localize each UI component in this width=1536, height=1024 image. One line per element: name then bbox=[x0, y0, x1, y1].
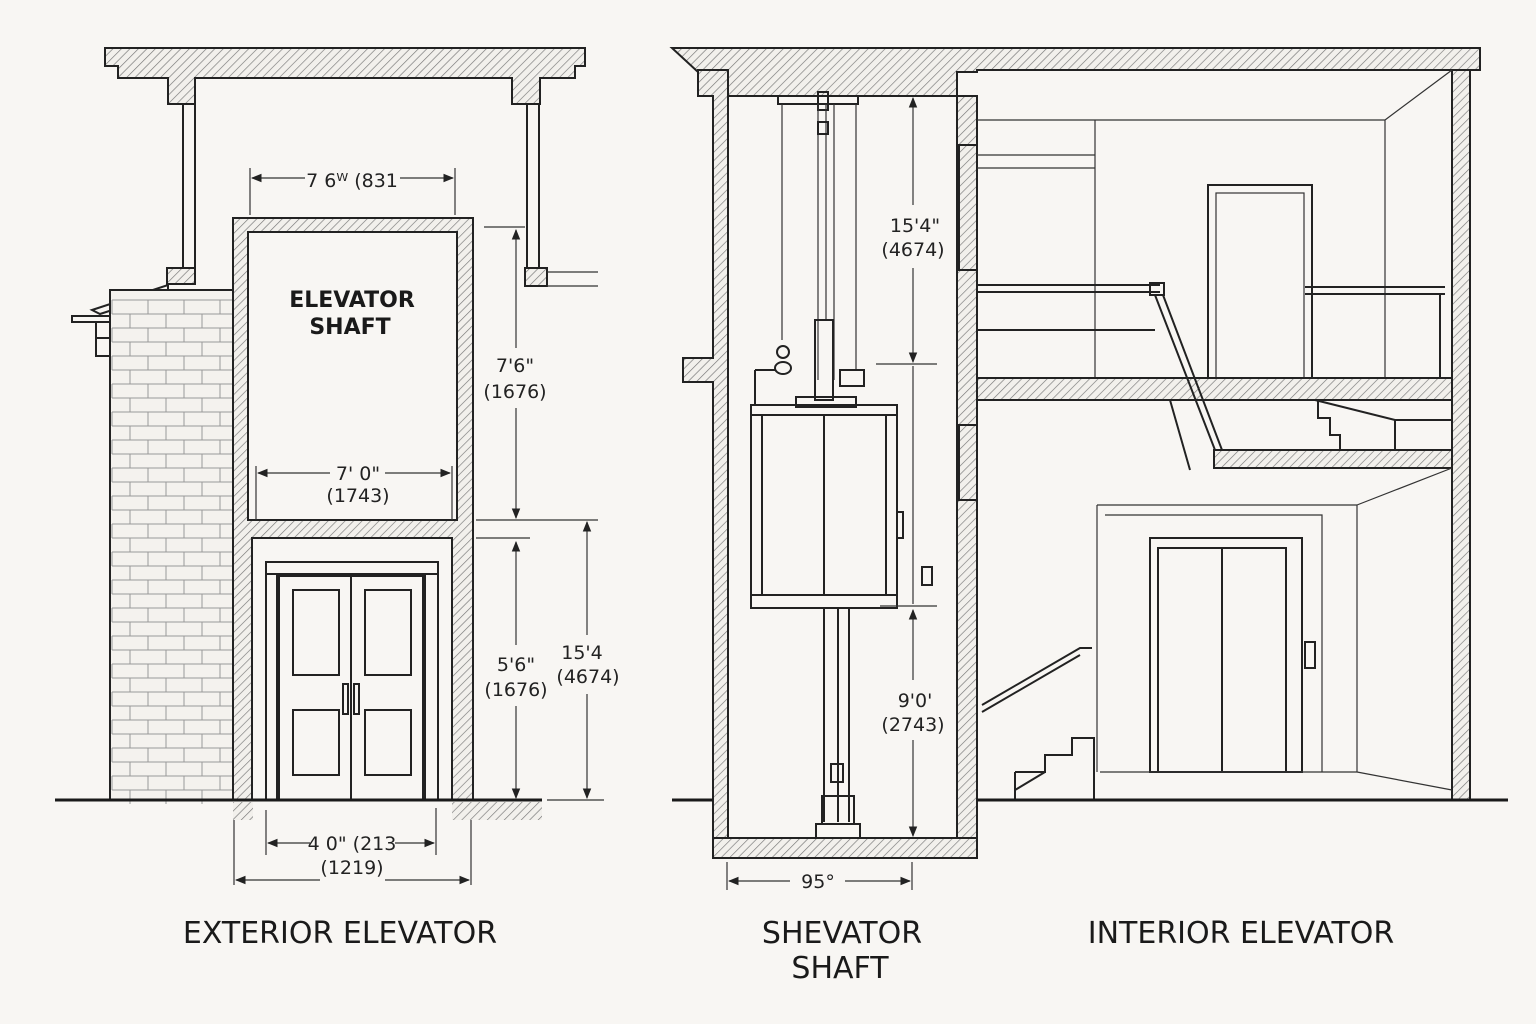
column-right bbox=[526, 103, 540, 271]
guide-rails-buffer bbox=[815, 608, 861, 839]
dim-overhead: 15'4" bbox=[890, 215, 940, 237]
exterior-title: EXTERIOR ELEVATOR bbox=[183, 916, 497, 951]
dim-upper-height: 7'6" bbox=[496, 355, 534, 377]
upper-door[interactable] bbox=[1207, 184, 1313, 381]
stair-upper bbox=[1154, 294, 1452, 471]
dim-total-height-mm: (4674) bbox=[556, 666, 619, 688]
dim-total-height: 15'4 bbox=[561, 642, 603, 664]
shaft-wall-left bbox=[682, 69, 729, 839]
dim-lower-height-mm: (1676) bbox=[484, 679, 547, 701]
dim-pit-travel-mm: (2743) bbox=[881, 714, 944, 736]
landing-opening bbox=[958, 424, 978, 501]
dim-inner-width-mm: (1743) bbox=[326, 485, 389, 507]
dim-door-width: 4 0" (213 bbox=[308, 833, 397, 855]
dim-pit-travel: 9'0' bbox=[898, 690, 933, 712]
landing-opening-upper bbox=[958, 144, 978, 271]
door-handle-left bbox=[342, 683, 349, 715]
dim-upper-height-mm: (1676) bbox=[483, 381, 546, 403]
hoist-machine bbox=[754, 91, 865, 408]
lower-elevator[interactable] bbox=[1096, 467, 1453, 773]
dim-top-width: 7 6ᵂ (831 bbox=[306, 170, 398, 192]
top-slab bbox=[669, 47, 1481, 97]
shaft-label-line2: SHAFT bbox=[309, 315, 390, 340]
railing-stub bbox=[547, 271, 598, 287]
shaft-section: 15'4" (4674) 9'0' (2743) 95° SΗEVATOR SH… bbox=[669, 47, 1481, 986]
column-base-right bbox=[524, 267, 548, 287]
roof-slab bbox=[104, 47, 586, 105]
dim-inner-width: 7' 0" bbox=[336, 463, 380, 485]
shaft-title-line1: SΗEVATOR bbox=[762, 916, 922, 951]
landing-slab bbox=[1213, 449, 1453, 469]
interior-section: INTERIOR ELEVATOR bbox=[976, 69, 1508, 951]
elevator-car bbox=[750, 404, 904, 609]
dim-overhead-mm: (4674) bbox=[881, 239, 944, 261]
dim-lower-height: 5'6" bbox=[497, 654, 535, 676]
dimensions-shaft: 15'4" (4674) 9'0' (2743) 95° bbox=[726, 96, 945, 893]
exterior-elevation: 7 6ᵂ (831 7' 0" (1743) 7'6" (1676) 5'6" … bbox=[55, 47, 620, 951]
upper-shaft-panel bbox=[247, 231, 458, 521]
interior-wall-right bbox=[1451, 69, 1471, 801]
shaft-label-line1: ELEVATOR bbox=[289, 288, 415, 313]
shaft-pit-floor bbox=[712, 837, 978, 859]
column-left bbox=[182, 103, 196, 271]
brick-wall bbox=[109, 289, 235, 804]
interior-title: INTERIOR ELEVATOR bbox=[1088, 916, 1394, 951]
limit-switch bbox=[921, 566, 933, 586]
double-door[interactable] bbox=[265, 561, 439, 801]
stair-lower bbox=[981, 647, 1095, 800]
dimensions-exterior: 7 6ᵂ (831 7' 0" (1743) 7'6" (1676) 5'6" … bbox=[233, 168, 620, 885]
door-handle-right bbox=[353, 683, 360, 715]
call-button-panel bbox=[1304, 641, 1316, 669]
shaft-title-line2: SHAFT bbox=[791, 951, 889, 986]
dim-shaft-width: 95° bbox=[801, 871, 835, 893]
upper-railing bbox=[977, 282, 1445, 378]
upper-floor-slab bbox=[976, 377, 1453, 401]
dim-door-width-mm: (1219) bbox=[320, 857, 383, 879]
column-base-left bbox=[166, 267, 196, 285]
